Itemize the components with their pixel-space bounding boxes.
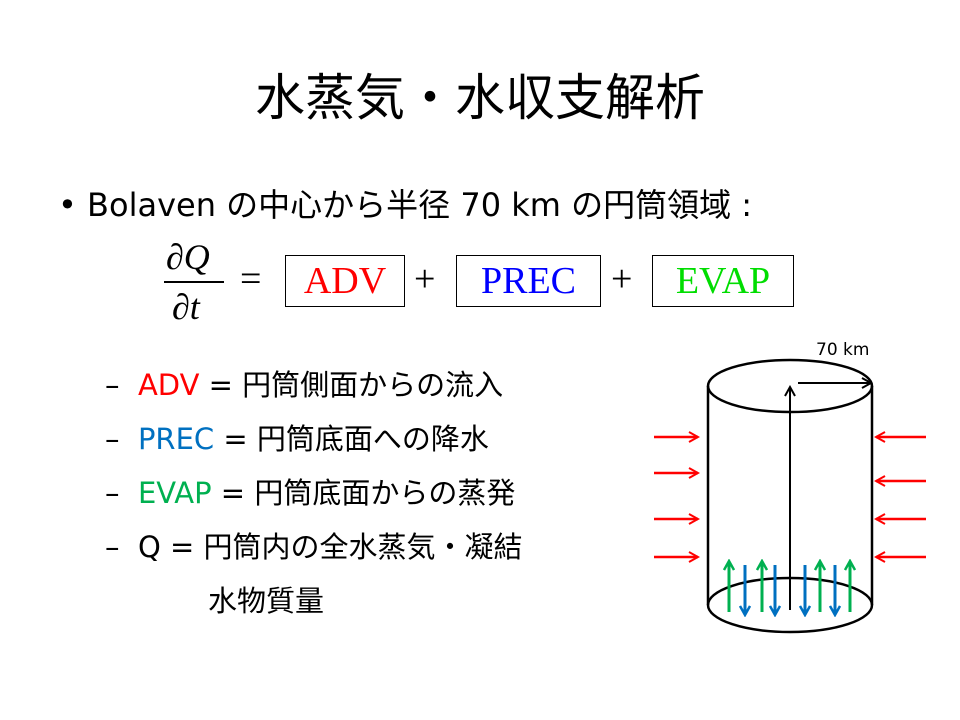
- adv-box: ADV: [285, 255, 405, 307]
- bullet-marker: •: [58, 186, 77, 224]
- dash: –: [105, 422, 120, 456]
- evap-box: EVAP: [652, 255, 794, 307]
- list-item-adv: – ADV = 円筒側面からの流入: [105, 362, 503, 404]
- radius-label: 70 km: [816, 340, 870, 360]
- list-item-evap: – EVAP = 円筒底面からの蒸発: [105, 470, 515, 512]
- term: ADV: [137, 368, 200, 402]
- term: Q: [137, 530, 161, 564]
- list-item-q-cont: 水物質量: [208, 584, 325, 618]
- eq-denominator: ∂t: [172, 287, 200, 327]
- desc: = 円筒内の全水蒸気・凝結: [160, 530, 523, 564]
- dash: –: [105, 368, 120, 402]
- eq-plus: +: [611, 258, 633, 300]
- eq-plus: +: [414, 258, 436, 300]
- dash: –: [105, 476, 120, 510]
- term: PREC: [137, 422, 215, 456]
- bullet-text: Bolaven の中心から半径 70 km の円筒領域 :: [87, 186, 753, 224]
- eq-equals: =: [240, 258, 262, 300]
- slide-title: 水蒸気・水収支解析: [255, 69, 705, 127]
- dash: –: [105, 530, 120, 564]
- term: EVAP: [137, 476, 212, 510]
- desc: = 円筒側面からの流入: [199, 368, 504, 402]
- prec-box: PREC: [456, 255, 601, 307]
- eq-numerator: ∂Q: [166, 237, 210, 277]
- list-item-prec: – PREC = 円筒底面への降水: [105, 416, 489, 458]
- bullet-line: • Bolaven の中心から半径 70 km の円筒領域 :: [58, 180, 752, 226]
- list-item-q: – Q = 円筒内の全水蒸気・凝結: [105, 524, 523, 566]
- desc: = 円筒底面からの蒸発: [211, 476, 516, 510]
- desc: = 円筒底面への降水: [214, 422, 489, 456]
- fraction-bar: [164, 281, 224, 283]
